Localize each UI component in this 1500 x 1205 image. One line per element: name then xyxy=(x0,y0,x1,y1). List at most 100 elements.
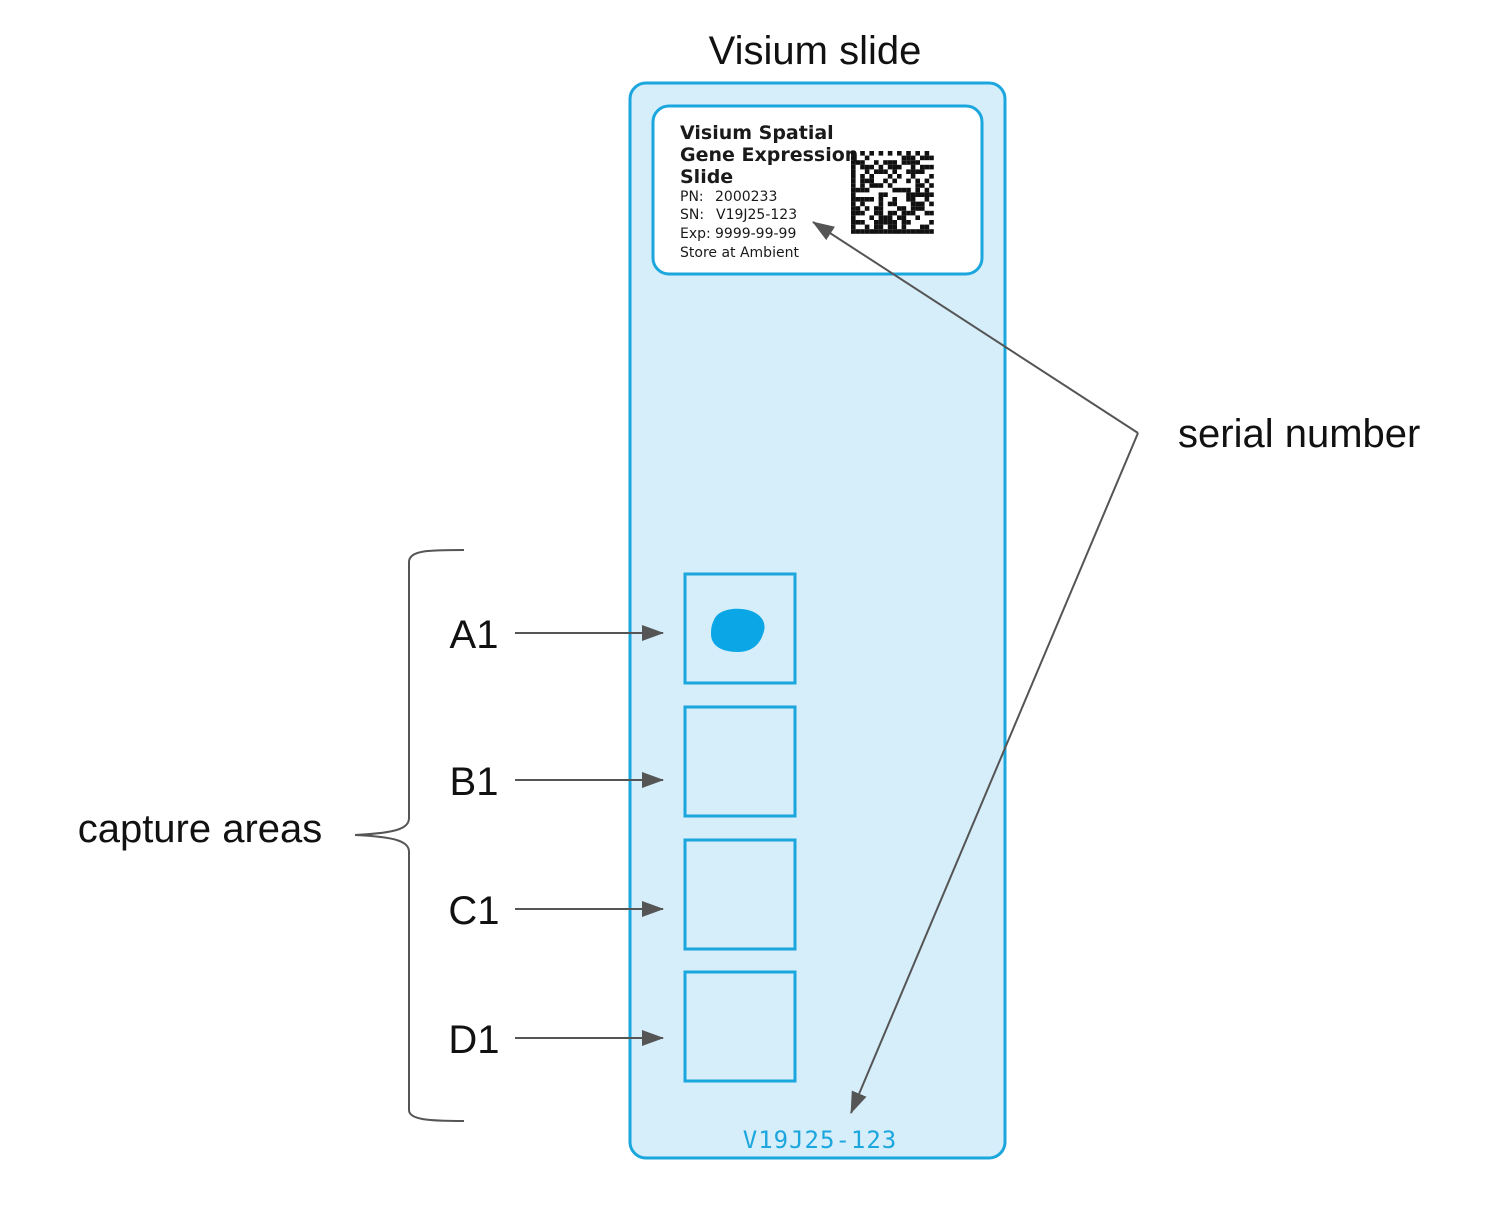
datamatrix-module xyxy=(855,160,861,165)
datamatrix-module xyxy=(860,178,865,184)
datamatrix-module xyxy=(869,215,874,220)
datamatrix-module xyxy=(887,183,893,188)
datamatrix-module xyxy=(920,183,925,188)
datamatrix-module xyxy=(887,220,893,225)
datamatrix-module xyxy=(878,220,884,225)
serial-arrow-to-label xyxy=(812,221,1139,434)
datamatrix-module xyxy=(851,174,856,179)
datamatrix-module xyxy=(897,164,902,170)
datamatrix-module xyxy=(860,151,865,156)
datamatrix-code-icon xyxy=(851,151,934,234)
tissue-section-blob xyxy=(711,608,765,652)
datamatrix-module xyxy=(929,210,934,216)
datamatrix-module xyxy=(892,197,897,202)
datamatrix-module xyxy=(915,229,920,234)
datamatrix-module xyxy=(878,229,884,234)
datamatrix-module xyxy=(910,210,916,216)
datamatrix-module xyxy=(901,160,907,165)
datamatrix-module xyxy=(915,201,920,207)
label-sn-key: SN: xyxy=(680,207,704,223)
datamatrix-module xyxy=(892,164,897,170)
datamatrix-module xyxy=(910,206,916,211)
datamatrix-module xyxy=(869,164,874,170)
datamatrix-module xyxy=(855,210,861,216)
label-exp-value: 9999-99-99 xyxy=(715,226,796,242)
datamatrix-module xyxy=(874,210,879,216)
datamatrix-module xyxy=(897,151,902,156)
datamatrix-module xyxy=(920,229,925,234)
datamatrix-module xyxy=(887,201,893,207)
datamatrix-module xyxy=(906,210,911,216)
datamatrix-module xyxy=(864,187,870,193)
datamatrix-module xyxy=(878,164,884,170)
datamatrix-module xyxy=(851,160,856,165)
datamatrix-module xyxy=(860,183,865,188)
label-line-1: Visium Spatial xyxy=(680,122,834,144)
datamatrix-module xyxy=(920,192,925,197)
datamatrix-module xyxy=(883,169,888,174)
datamatrix-module xyxy=(910,155,916,161)
datamatrix-module xyxy=(860,220,865,225)
datamatrix-module xyxy=(887,164,893,170)
datamatrix-module xyxy=(869,183,874,188)
datamatrix-module xyxy=(920,169,925,174)
datamatrix-module xyxy=(851,151,856,156)
datamatrix-module xyxy=(874,220,879,225)
datamatrix-module xyxy=(901,187,907,193)
datamatrix-module xyxy=(929,183,934,188)
datamatrix-module xyxy=(887,151,893,156)
datamatrix-module xyxy=(910,164,916,170)
datamatrix-module xyxy=(897,229,902,234)
datamatrix-module xyxy=(910,169,916,174)
datamatrix-module xyxy=(855,206,861,211)
datamatrix-module xyxy=(924,197,930,202)
datamatrix-module xyxy=(869,151,874,156)
datamatrix-module xyxy=(910,197,916,202)
datamatrix-module xyxy=(906,151,911,156)
datamatrix-module xyxy=(851,187,856,193)
datamatrix-module xyxy=(864,197,870,202)
datamatrix-module xyxy=(860,210,865,216)
datamatrix-module xyxy=(910,174,916,179)
capture-label-c1: C1 xyxy=(448,889,499,933)
datamatrix-module xyxy=(878,192,884,197)
diagram-title: Visium slide xyxy=(709,29,922,73)
datamatrix-module xyxy=(915,206,920,211)
datamatrix-module xyxy=(924,151,930,156)
datamatrix-module xyxy=(915,178,920,184)
datamatrix-module xyxy=(874,206,879,211)
datamatrix-module xyxy=(915,215,920,220)
datamatrix-module xyxy=(851,215,856,220)
slide-label: Visium Spatial Gene Expression Slide PN:… xyxy=(651,104,984,276)
datamatrix-module xyxy=(869,178,874,184)
datamatrix-module xyxy=(906,187,911,193)
capture-label-d1: D1 xyxy=(448,1018,499,1062)
datamatrix-module xyxy=(878,151,884,156)
datamatrix-module xyxy=(883,215,888,220)
datamatrix-module xyxy=(892,169,897,174)
datamatrix-module xyxy=(851,220,856,225)
datamatrix-module xyxy=(869,174,874,179)
datamatrix-module xyxy=(878,169,884,174)
datamatrix-module xyxy=(851,164,856,170)
datamatrix-module xyxy=(864,206,870,211)
datamatrix-module xyxy=(869,229,874,234)
datamatrix-module xyxy=(929,155,934,161)
datamatrix-module xyxy=(906,220,911,225)
datamatrix-module xyxy=(883,160,888,165)
datamatrix-module xyxy=(929,192,934,197)
datamatrix-module xyxy=(855,229,861,234)
datamatrix-module xyxy=(883,192,888,197)
datamatrix-module xyxy=(915,169,920,174)
datamatrix-module xyxy=(906,169,911,174)
datamatrix-module xyxy=(860,187,865,193)
datamatrix-module xyxy=(851,224,856,230)
datamatrix-module xyxy=(910,192,916,197)
label-sn-value: V19J25-123 xyxy=(716,207,797,223)
datamatrix-module xyxy=(915,187,920,193)
datamatrix-module xyxy=(924,210,930,216)
datamatrix-module xyxy=(851,192,856,197)
datamatrix-module xyxy=(906,155,911,161)
datamatrix-module xyxy=(851,229,856,234)
label-storage: Store at Ambient xyxy=(680,245,799,261)
